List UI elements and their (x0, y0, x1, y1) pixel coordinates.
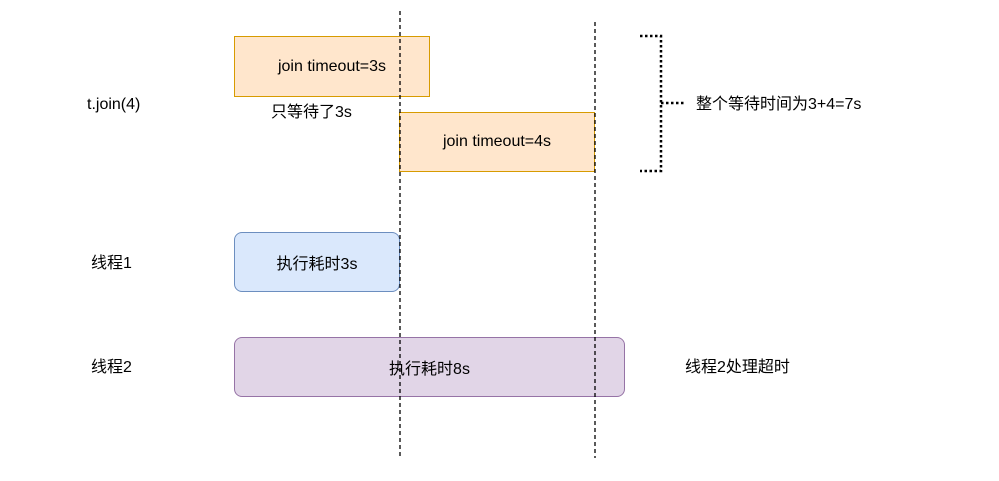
thread1-exec-box: 执行耗时3s (234, 232, 400, 292)
thread2-exec-box: 执行耗时8s (234, 337, 625, 397)
thread2-timeout-label: 线程2处理超时 (685, 359, 790, 376)
thread1-label: 线程1 (91, 255, 132, 272)
join-timeout-3s-text: join timeout=3s (277, 57, 387, 75)
thread2-exec-text: 执行耗时8s (389, 361, 470, 378)
tjoin-label: t.join(4) (87, 96, 141, 113)
waited-3s-label: 只等待了3s (271, 104, 352, 121)
join-timeout-3s-box: join timeout=3s (234, 36, 430, 97)
total-wait-label: 整个等待时间为3+4=7s (696, 96, 862, 113)
thread1-exec-text: 执行耗时3s (276, 256, 358, 273)
thread2-label: 线程2 (91, 359, 132, 376)
total-wait-bracket (640, 34, 686, 173)
join-timeout-4s-box: join timeout=4s (399, 112, 595, 172)
join-timeout-4s-text: join timeout=4s (442, 133, 552, 150)
